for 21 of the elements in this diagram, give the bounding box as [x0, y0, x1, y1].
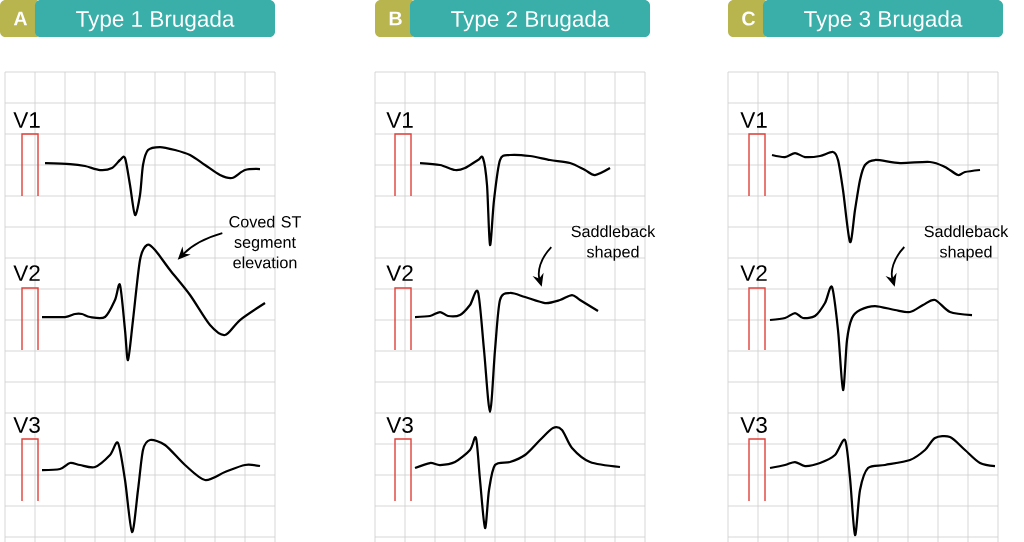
- ecg-trace: [42, 438, 261, 534]
- lead-label: V3: [13, 417, 40, 433]
- lead-label: V3: [740, 417, 767, 433]
- lead-label: V1: [386, 112, 413, 128]
- ecg-trace: [769, 285, 973, 392]
- callout-text: Coved ST segment elevation: [229, 215, 301, 269]
- lead-label: V2: [386, 265, 413, 281]
- ecg-trace: [769, 435, 996, 537]
- title-band: Type 2 Brugada: [410, 0, 651, 37]
- callout-text: Saddleback shaped: [924, 225, 1009, 261]
- lead-label: V3: [386, 417, 413, 433]
- lead-label: V1: [13, 112, 40, 128]
- lead-label: V1: [740, 112, 767, 128]
- lead-label: V2: [13, 265, 40, 281]
- ecg-trace: [44, 145, 260, 217]
- title-band: Type 3 Brugada: [763, 0, 1004, 37]
- callout-text: Saddleback shaped: [571, 225, 656, 261]
- title-band: Type 1 Brugada: [34, 0, 276, 37]
- lead-label: V2: [740, 265, 767, 281]
- ecg-trace: [414, 290, 599, 414]
- ecg-trace: [414, 426, 621, 530]
